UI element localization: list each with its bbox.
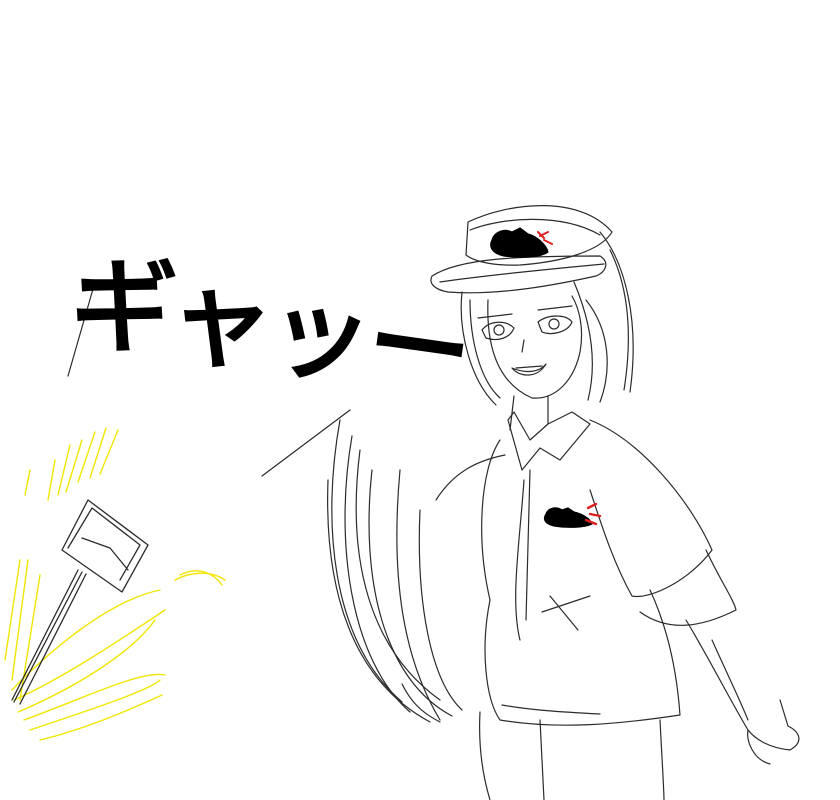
shirt	[481, 439, 681, 726]
mouth	[511, 363, 547, 376]
hair	[460, 231, 634, 406]
character	[430, 205, 800, 800]
right-eye	[537, 315, 573, 335]
arm	[639, 549, 737, 626]
motion-lines	[67, 281, 506, 723]
pants	[479, 704, 665, 800]
left-eye	[481, 321, 515, 341]
cat-logo-icon	[490, 227, 553, 258]
hammer-icon	[11, 499, 149, 705]
face	[487, 295, 583, 399]
cap	[465, 205, 613, 266]
cat-logo-icon	[543, 502, 602, 528]
spark-burst	[4, 427, 226, 741]
shirt-collar	[507, 411, 591, 471]
cap-visor	[430, 255, 607, 294]
